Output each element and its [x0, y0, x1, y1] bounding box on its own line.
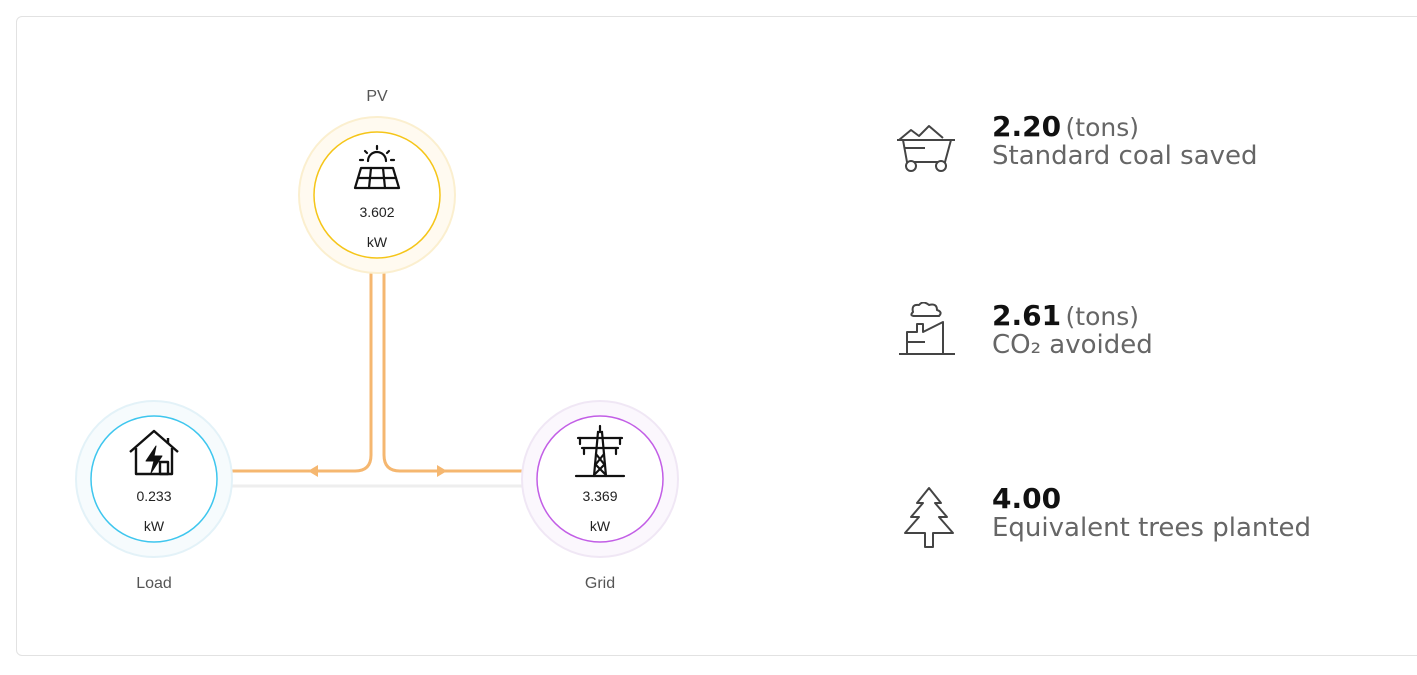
trees-planted-desc: Equivalent trees planted [992, 513, 1312, 543]
load-node [75, 400, 233, 558]
energy-panel [16, 16, 1417, 656]
co2-avoided-desc: CO₂ avoided [992, 330, 1153, 360]
pv-power-value: 3.602 [359, 204, 395, 220]
power-tower-icon [537, 424, 663, 483]
load-power-unit: kW [143, 518, 165, 534]
flow-arrow-left [308, 465, 318, 477]
grid-power-value: 3.369 [582, 488, 618, 504]
load-node-content: 0.233 kW [91, 416, 217, 542]
pv-node-content: 3.602 kW [314, 132, 440, 258]
coal-saved-desc: Standard coal saved [992, 141, 1258, 171]
stat-trees-text: 4.00 Equivalent trees planted [992, 482, 1311, 543]
load-power-value: 0.233 [136, 488, 172, 504]
solar-panel-icon [314, 144, 440, 197]
coal-saved-unit: (tons) [1065, 113, 1140, 142]
pv-power-unit: kW [366, 234, 388, 250]
grid-node-content: 3.369 kW [537, 416, 663, 542]
stat-coal-text: 2.20 (tons) Standard coal saved [992, 110, 1258, 171]
grid-label: Grid [584, 575, 616, 592]
tree-icon [899, 485, 959, 556]
pv-label: PV [366, 88, 388, 105]
stat-co2-text: 2.61 (tons) CO₂ avoided [992, 299, 1153, 360]
co2-avoided-unit: (tons) [1065, 302, 1140, 331]
flow-arrow-right [437, 465, 447, 477]
coal-saved-value: 2.20 [992, 110, 1062, 143]
house-power-icon [91, 428, 217, 483]
co2-avoided-value: 2.61 [992, 299, 1062, 332]
grid-node [521, 400, 679, 558]
grid-power-unit: kW [589, 518, 611, 534]
pv-node [298, 116, 456, 274]
coal-cart-icon [895, 118, 959, 179]
trees-planted-value: 4.00 [992, 482, 1062, 515]
flow-lines [218, 258, 538, 488]
load-label: Load [136, 575, 172, 592]
factory-icon [895, 301, 959, 365]
